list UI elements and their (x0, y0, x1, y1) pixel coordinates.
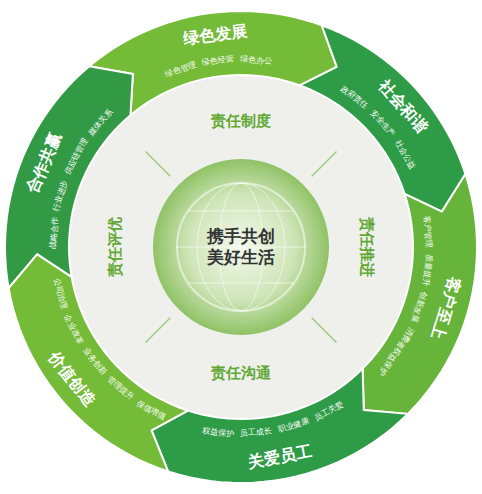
arrow-band-shape (300, 25, 466, 211)
segment-item: 客户管理 (422, 216, 433, 249)
ring-band: 责任制度责任推进责任沟通 责任评优 携手共创 美好生活 (69, 75, 413, 419)
globe-lines (177, 183, 305, 311)
ring-label: 责任评优 (107, 217, 124, 277)
ring-ground (69, 75, 413, 419)
divider-line (312, 152, 337, 177)
arrow-band-shape (9, 254, 188, 471)
divider-line (146, 318, 171, 343)
ring-label: 责任推进 (359, 217, 376, 277)
center-circle: 携手共创 美好生活 (153, 159, 329, 335)
arrow-band-shape (152, 369, 408, 483)
ring-label: 责任沟通 (211, 365, 271, 382)
segment-item: 战略合作 (49, 217, 60, 250)
center-text: 携手共创 美好生活 (203, 226, 279, 269)
divider-line (146, 152, 171, 177)
arrow-band-shape (5, 66, 133, 288)
globe-disc (153, 159, 329, 335)
divider-line (312, 318, 337, 343)
arrow-band-shape (363, 174, 477, 414)
ring-label: 责任制度 (211, 113, 271, 130)
